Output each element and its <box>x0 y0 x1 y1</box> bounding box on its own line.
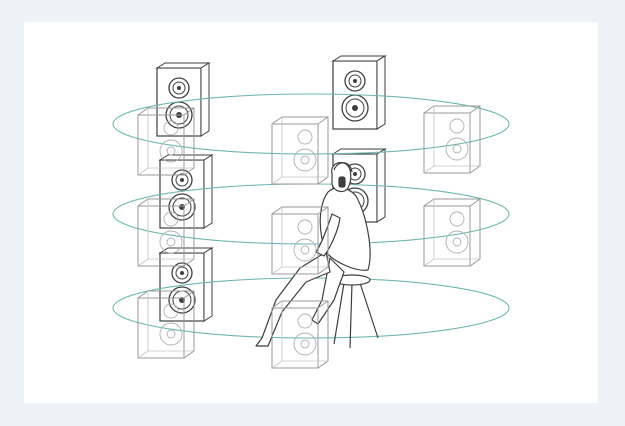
headphones-icon <box>333 162 353 188</box>
chair-icon <box>333 274 379 349</box>
speaker-icon <box>332 55 386 130</box>
speaker-icon <box>159 154 213 229</box>
illustration-panel <box>24 22 598 403</box>
top-ring <box>112 93 510 155</box>
